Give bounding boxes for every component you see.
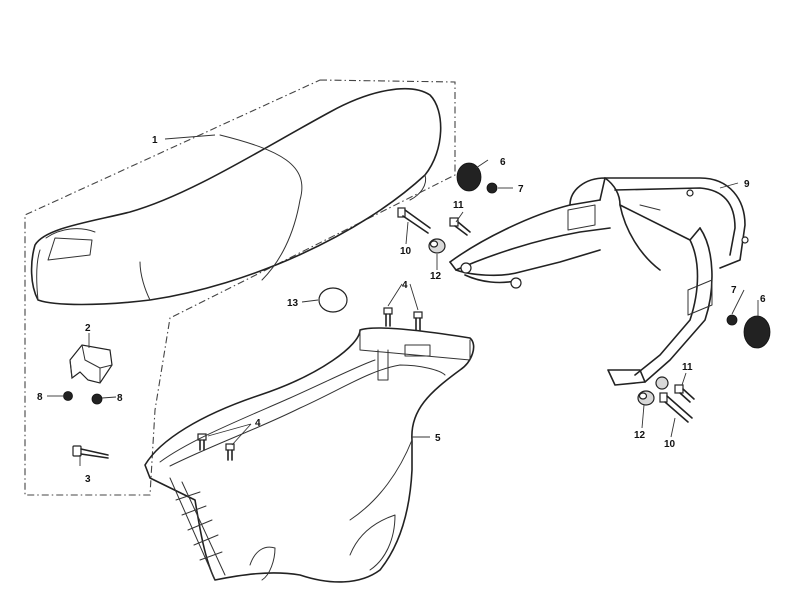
callout-4-lower: 4 xyxy=(255,418,261,429)
nut-7-upper xyxy=(486,182,498,194)
hinge-bracket-part xyxy=(69,344,113,384)
callout-12-upper: 12 xyxy=(430,271,442,282)
oval-plate-part xyxy=(318,287,348,313)
callout-6-lower: 6 xyxy=(760,294,766,305)
callout-9: 9 xyxy=(744,179,750,190)
rubber-cap-6-upper xyxy=(456,162,482,192)
callout-13: 13 xyxy=(287,298,299,309)
long-bolt-10-upper xyxy=(397,207,431,234)
bolt-4-top-part xyxy=(383,307,423,331)
grab-rail-part xyxy=(449,177,749,386)
short-bolt-11-upper xyxy=(449,217,471,236)
long-bolt-10-lower xyxy=(659,392,693,423)
callout-5: 5 xyxy=(435,433,441,444)
collar-12-lower xyxy=(637,376,669,406)
collar-12-upper xyxy=(428,238,446,254)
callout-10-upper: 10 xyxy=(400,246,412,257)
seat-part xyxy=(30,88,442,306)
callout-3: 3 xyxy=(85,474,91,485)
callout-12-lower: 12 xyxy=(634,430,646,441)
callout-8-right: 8 xyxy=(117,393,123,404)
nut-8-left xyxy=(63,391,73,401)
leader-lines xyxy=(47,134,759,466)
bolt-3-part xyxy=(72,445,109,459)
callout-7-lower: 7 xyxy=(731,285,737,296)
callout-4-upper: 4 xyxy=(402,280,408,291)
callout-7-upper: 7 xyxy=(518,184,524,195)
callout-2: 2 xyxy=(85,323,91,334)
callout-11-lower: 11 xyxy=(682,362,693,373)
callout-8-left: 8 xyxy=(37,392,43,403)
callout-6-upper: 6 xyxy=(500,157,506,168)
nut-7-lower xyxy=(726,314,738,326)
callout-11-upper: 11 xyxy=(453,200,464,211)
rubber-cap-6-lower xyxy=(743,315,771,349)
short-bolt-11-lower xyxy=(674,384,695,403)
callout-1: 1 xyxy=(152,135,158,146)
nut-8-right xyxy=(91,393,103,405)
storage-bin-part xyxy=(144,327,475,583)
bolt-4-lower-part xyxy=(197,433,235,461)
callout-10-lower: 10 xyxy=(664,439,676,450)
seat-assembly-outline xyxy=(24,79,456,496)
